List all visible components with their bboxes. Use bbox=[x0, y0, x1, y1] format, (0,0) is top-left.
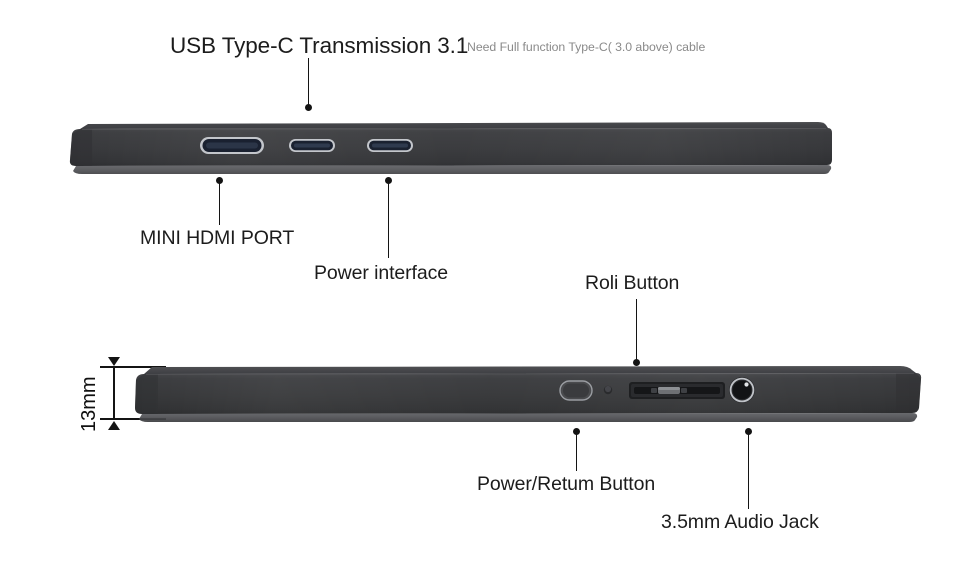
leader-line-mini-hdmi bbox=[219, 181, 221, 225]
dimension-extension-top bbox=[100, 366, 166, 368]
dimension-line bbox=[113, 366, 115, 420]
usb-c-port-shape-2 bbox=[367, 139, 413, 152]
callout-mini-hdmi-port: MINI HDMI PORT bbox=[140, 227, 295, 249]
power-button-shape bbox=[559, 380, 593, 401]
leader-dot-mini-hdmi bbox=[216, 177, 223, 184]
usb-c-port-shape-1 bbox=[289, 139, 335, 152]
callout-audio-jack: 3.5mm Audio Jack bbox=[661, 511, 819, 533]
leader-line-audio-jack bbox=[748, 432, 750, 509]
callout-power-interface: Power interface bbox=[314, 262, 448, 284]
leader-line-power-button bbox=[576, 432, 578, 471]
leader-dot-usb-c bbox=[305, 104, 312, 111]
leader-dot-power-interface bbox=[385, 177, 392, 184]
leader-line-power-interface bbox=[388, 181, 390, 258]
callout-power-return-button: Power/Retum Button bbox=[477, 473, 656, 495]
device-bottom-edge-view bbox=[130, 362, 935, 426]
leader-line-roli-button bbox=[636, 299, 638, 361]
leader-dot-audio-jack bbox=[745, 428, 752, 435]
dimension-value: 13mm bbox=[78, 376, 100, 432]
device-top-edge-view bbox=[62, 116, 862, 178]
page-subtitle: Need Full function Type-C( 3.0 above) ca… bbox=[467, 40, 706, 54]
leader-line-usb-c bbox=[308, 58, 310, 108]
dimension-extension-bottom bbox=[100, 418, 166, 420]
mini-hdmi-port-shape bbox=[200, 137, 264, 154]
roller-button-shape bbox=[629, 382, 725, 399]
dimension-arrow-top bbox=[108, 357, 120, 366]
led-indicator-shape bbox=[603, 385, 613, 395]
callout-roli-button: Roli Button bbox=[585, 272, 680, 294]
page-title: USB Type-C Transmission 3.1 bbox=[170, 33, 469, 58]
dimension-arrow-bottom bbox=[108, 421, 120, 430]
leader-dot-power-button bbox=[573, 428, 580, 435]
leader-dot-roli-button bbox=[633, 359, 640, 366]
audio-jack-shape bbox=[729, 377, 755, 403]
